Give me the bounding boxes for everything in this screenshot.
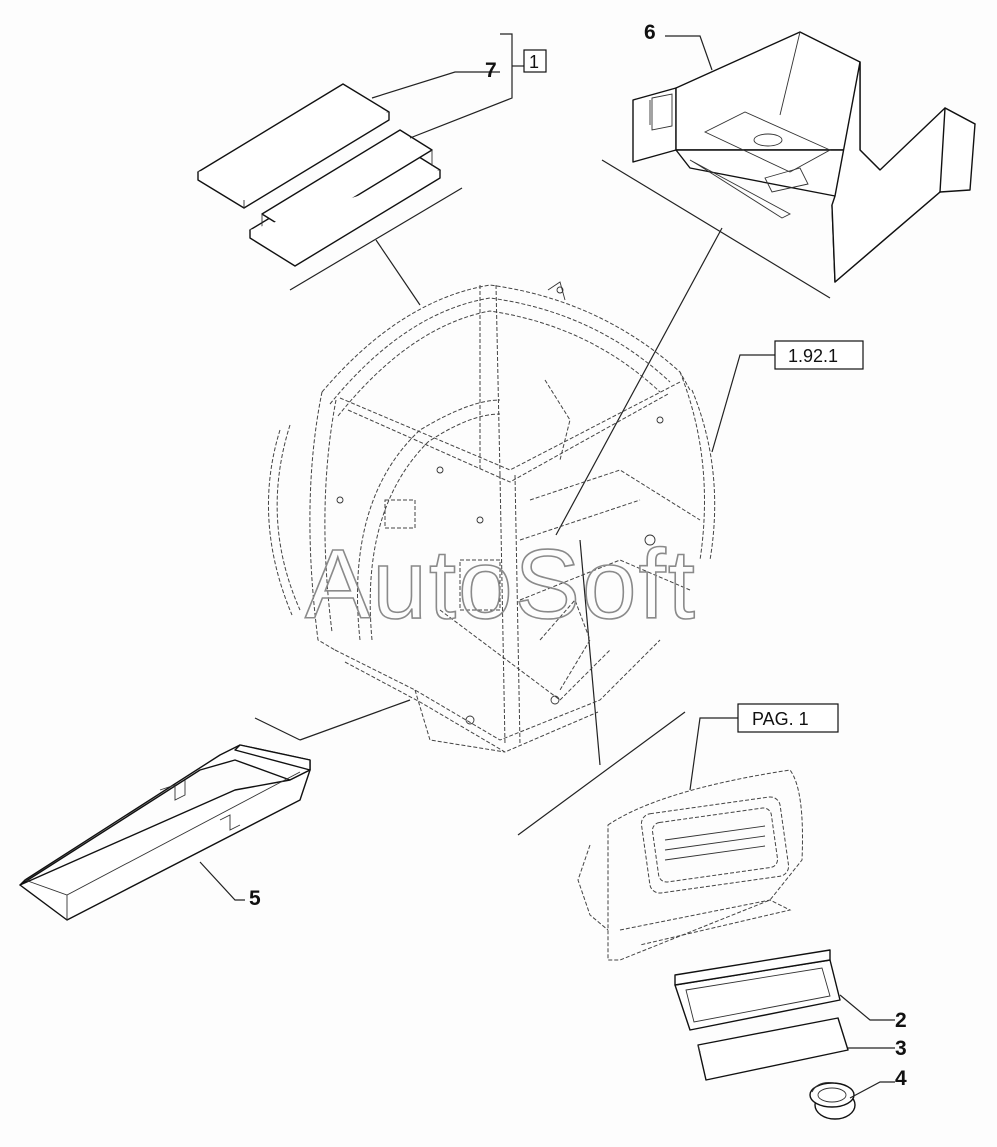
ref-box-pag1: PAG. 1 [737, 703, 839, 733]
watermark: AutoSoft [305, 529, 697, 639]
callout-7: 7 [485, 59, 497, 82]
part-4-clip [809, 1081, 856, 1120]
callout-2: 2 [895, 1009, 907, 1032]
callout-3: 3 [895, 1037, 907, 1060]
ref-pag1-label: PAG. 1 [752, 709, 809, 729]
part-2-frame [674, 949, 841, 1031]
leader-pag1 [689, 717, 738, 791]
leader-4 [849, 1081, 895, 1099]
leader-6 [665, 35, 713, 71]
ref-1921-label: 1.92.1 [788, 346, 838, 366]
callout-5: 5 [249, 887, 261, 910]
leader-7 [371, 71, 500, 99]
leader-1921 [711, 354, 775, 453]
ref-box-group: 1 [523, 49, 547, 73]
door-panel-assembly [577, 769, 803, 961]
cab-frame [267, 281, 716, 753]
callout-4: 4 [895, 1067, 907, 1090]
part-6-floor-mat [632, 31, 976, 283]
part-3-strip [697, 1017, 849, 1081]
callout-6: 6 [644, 21, 656, 44]
leader-2 [839, 994, 895, 1021]
ref-group-label: 1 [529, 52, 539, 72]
part-5-tray [19, 744, 311, 921]
ref-box-1921: 1.92.1 [774, 340, 864, 370]
part-7-pads [197, 83, 441, 267]
leader-5 [199, 861, 245, 901]
